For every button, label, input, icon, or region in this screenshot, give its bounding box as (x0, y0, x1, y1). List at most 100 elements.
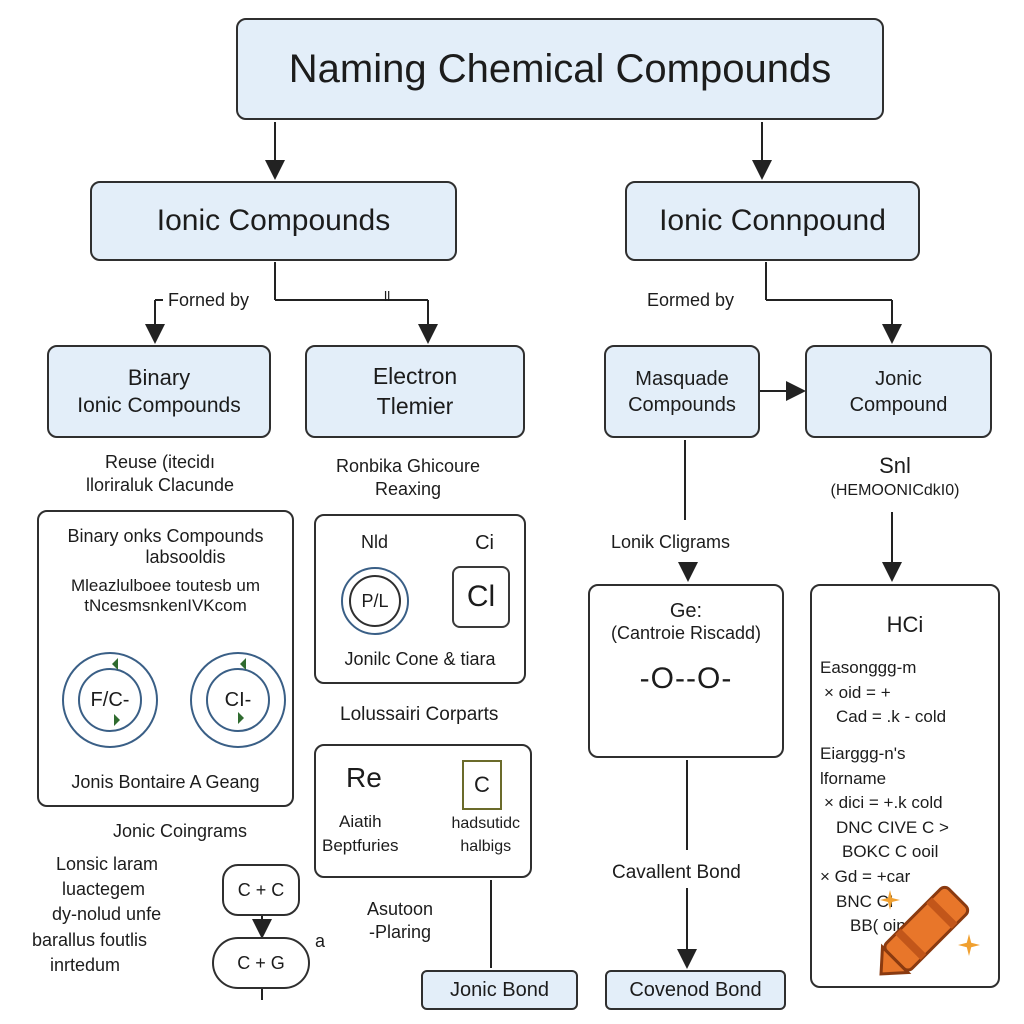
ionic-compounds-box: Ionic Compounds (90, 181, 457, 261)
binary-atom2-inner: CI- (206, 668, 270, 732)
ge-panel-bond: -O--O- (639, 662, 733, 695)
hci-panel: HCi Easonggg-m × oid = + Cad = .k - cold… (810, 584, 1000, 988)
ionic-compounds-label: Ionic Compounds (156, 204, 391, 237)
hci-line-8: DNC CIVE C > (836, 817, 949, 837)
lolussairi-caption: Lolussairi Corparts (340, 704, 499, 725)
asutoon-caption: Asutoon -Plaring (350, 898, 450, 945)
molecule-cg-label: C + G (237, 952, 285, 973)
page-title: Naming Chemical Compounds (288, 46, 832, 91)
binary-caption-line2: lloriraluk Clacunde (85, 475, 235, 496)
lonsic-line5: inrtedum (50, 954, 121, 975)
hci-line-9: BOKC C ooil (842, 842, 939, 862)
electron-node-line1: Electron (372, 362, 458, 389)
title-box: Naming Chemical Compounds (236, 18, 884, 120)
ionic-coingrams-caption: Jonic Coingrams (113, 821, 248, 841)
hci-panel-title: HCi (886, 612, 924, 637)
re-panel-symbol: Re (346, 762, 382, 793)
electron-atom2-symbol: Cl (466, 580, 496, 613)
binary-panel-title: Binary onks Compounds (67, 526, 264, 546)
molecule-cc-label: C + C (237, 879, 285, 900)
ionic-connpound-box: Ionic Connpound (625, 181, 920, 261)
binary-node: Binary Ionic Compounds (47, 345, 271, 438)
molecule-cc: C + C (222, 864, 300, 916)
hci-line-1: Easonggg-m (820, 658, 917, 677)
electron-atom1-outer: P/L (341, 567, 409, 635)
hci-line-2: × oid = + (824, 682, 891, 702)
binary-node-line2: Ionic Compounds (77, 394, 241, 418)
electron-atom1-inner: P/L (349, 575, 401, 627)
re-panel-left-text: Aiatih Beptfuries (322, 810, 399, 858)
ge-panel: Ge: (Cantroie Riscadd) -O--O- (588, 584, 784, 758)
lonsic-line2: luactegem (62, 879, 146, 900)
cavallent-bond-caption: Cavallent Bond (612, 862, 741, 883)
covalent-bond-box: Covenod Bond (605, 970, 786, 1010)
small-a-label: a (315, 931, 326, 951)
ionic-bond-box: Jonic Bond (421, 970, 578, 1010)
left-formed-by-label: Forned by (168, 290, 250, 310)
re-panel-right-line1: hadsutidc (451, 815, 521, 833)
electron-panel-footer: Jonilc Cone & tiara (344, 649, 496, 669)
ionic-compound-node-line1: Jonic (875, 367, 922, 390)
re-panel-square-symbol: C (474, 772, 490, 797)
sparkle-icon (880, 890, 900, 910)
hci-line-10: × Gd = +car (820, 867, 911, 887)
hci-panel-lines: Easonggg-m × oid = + Cad = .k - cold Eia… (820, 656, 990, 939)
sni-caption: Snl (HEMOONICdkI0) (800, 452, 990, 501)
hci-line-11: BNC CI (836, 891, 894, 911)
hci-line-12: BB( oin (850, 916, 906, 936)
crayon-icon (879, 885, 970, 976)
asutoon-line1: Asutoon (366, 899, 434, 919)
binary-panel-footer: Jonis Bontaire A Geang (71, 772, 260, 792)
re-panel: Re C Aiatih Beptfuries hadsutidc halbigs (314, 744, 532, 878)
binary-panel-line2: tNcesmsnkenIVKcom (84, 596, 247, 615)
electron-node: Electron Tlemier (305, 345, 525, 438)
binary-atom2-symbol: CI- (224, 688, 252, 711)
binary-panel-line1: Mleazlulboee toutesb um (70, 576, 260, 595)
left-edge-mark: ll (384, 288, 391, 304)
binary-atom1-symbol: F/C- (90, 688, 130, 711)
masquade-node: Masquade Compounds (604, 345, 760, 438)
binary-node-line1: Binary (127, 364, 191, 390)
electron-atom1-symbol: P/L (361, 590, 389, 611)
hci-line-3: Cad = .k - cold (836, 707, 947, 727)
electron-caption-line2: Reaxing (374, 479, 442, 500)
asutoon-line2: -Plaring (368, 922, 432, 943)
binary-caption: Reuse (itecidı lloriraluk Clacunde (60, 451, 260, 498)
sni-caption-line2: (HEMOONICdkI0) (830, 481, 960, 499)
binary-atom2-outer: CI- (190, 652, 286, 748)
hci-line-4 (820, 730, 990, 742)
masquade-node-line1: Masquade (635, 367, 729, 390)
hci-line-5: Eiarggg-n's (820, 743, 906, 763)
right-formed-by-label: Eormed by (647, 290, 735, 310)
electron-panel-label-left: Nld (361, 532, 389, 552)
electron-caption-line1: Ronbika Ghicoure (335, 456, 481, 476)
electron-caption: Ronbika Ghicoure Reaxing (318, 455, 498, 502)
ionic-compound-node-line2: Compound (849, 393, 948, 416)
molecule-cg: C + G (212, 937, 310, 989)
re-panel-square: C (462, 760, 502, 810)
electron-node-line2: Tlemier (376, 392, 454, 419)
re-panel-right-text: hadsutidc halbigs (452, 813, 521, 858)
ionic-compound-node: Jonic Compound (805, 345, 992, 438)
hci-line-6: lforname (820, 768, 887, 788)
re-panel-right-line2: halbigs (460, 837, 512, 855)
re-panel-left-line1: Aiatih (339, 812, 382, 832)
ionic-connpound-label: Ionic Connpound (659, 204, 886, 237)
re-panel-left-line2: Beptfuries (322, 836, 399, 856)
covalent-bond-label: Covenod Bond (629, 978, 762, 1001)
sni-caption-line1: Snl (879, 453, 911, 478)
masquade-node-line2: Compounds (628, 393, 736, 416)
electron-atom2-square: Cl (452, 566, 510, 628)
binary-caption-line1: Reuse (itecidı (104, 452, 216, 472)
sparkle-icon-small (958, 934, 980, 956)
lonsic-line3: dy-nolud unfe (52, 904, 162, 925)
hci-line-7: × dici = +.k cold (824, 793, 943, 813)
lonsic-caption: Lonsic laram luactegem dy-nolud unfe bar… (30, 852, 190, 978)
electron-panel-label-right: Ci (475, 532, 494, 554)
ge-panel-sub: (Cantroie Riscadd) (610, 623, 762, 643)
lonsic-line1: Lonsic laram (56, 854, 159, 874)
binary-atom1-outer: F/C- (62, 652, 158, 748)
binary-atom1-inner: F/C- (78, 668, 142, 732)
binary-panel-sub: labsooldis (145, 547, 226, 567)
lonik-cligrams-caption: Lonik Cligrams (611, 532, 731, 552)
